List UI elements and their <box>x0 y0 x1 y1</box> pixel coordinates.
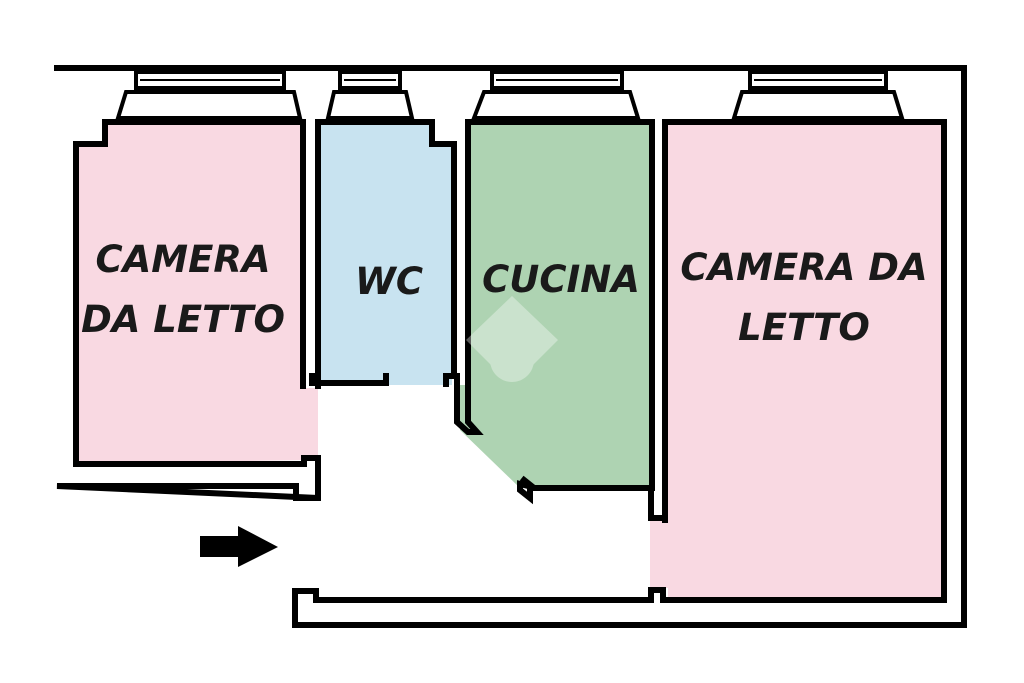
window-bedroom-right <box>731 70 905 120</box>
bedroom-right-fill[interactable] <box>650 122 944 600</box>
bedroom-right-label-line2: LETTO <box>738 306 870 349</box>
kitchen-label: CUCINA <box>482 258 640 301</box>
windows <box>115 70 905 120</box>
window-wc <box>325 70 415 120</box>
bedroom-left-label-line2: DA LETTO <box>81 298 285 341</box>
bedroom-right-label-line1: CAMERA DA <box>680 246 927 289</box>
room-labels: CAMERA DA LETTO WC CUCINA CAMERA DA LETT… <box>81 238 928 349</box>
outer-wall <box>54 65 967 628</box>
bedroom-left-wall <box>73 119 321 501</box>
walls <box>54 65 967 628</box>
room-fills <box>76 122 944 600</box>
bedroom-left-label-line1: CAMERA <box>95 238 270 281</box>
arrow-right-icon <box>200 526 278 567</box>
window-bedroom-left <box>115 70 303 120</box>
wc-fill[interactable] <box>320 122 452 385</box>
house-logo-icon <box>466 296 558 382</box>
kitchen-fill[interactable] <box>460 122 652 488</box>
window-kitchen <box>471 70 641 120</box>
kitchen-wall <box>454 119 655 491</box>
wc-wall <box>309 119 457 389</box>
wc-label: WC <box>355 260 423 303</box>
bedroom-left-fill[interactable] <box>76 122 318 464</box>
